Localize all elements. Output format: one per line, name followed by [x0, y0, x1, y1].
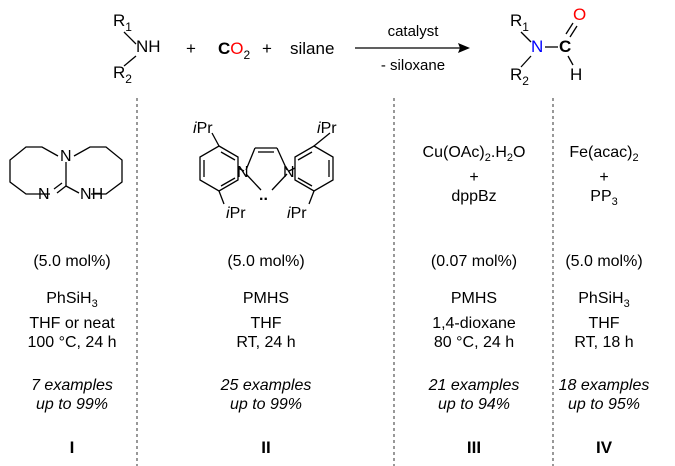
catalyst-ii-carbene-dots: ..: [259, 187, 268, 204]
column-ii-label: II: [261, 438, 271, 457]
reactant-r2: R2: [113, 63, 132, 86]
catalyst-i-n-top: N: [60, 148, 72, 165]
column-dividers: [136, 98, 554, 466]
column-iv-conditions: PhSiH3 THF RT, 18 h: [574, 290, 634, 352]
plus-sign-1: +: [186, 39, 196, 58]
catalyst-iii-formula: Cu(OAc)2.H2O + dppBz: [422, 144, 526, 206]
product-carbon: C: [559, 37, 571, 56]
arrow-top-label: catalyst: [388, 23, 440, 40]
column-i-conditions: PhSiH3 THF or neat 100 °C, 24 h: [27, 290, 117, 352]
catalyst-ii-ipr-bottom-left: iPr: [226, 205, 246, 222]
column-iv-label: IV: [595, 438, 613, 457]
column-iv-scope: 18 examples up to 95%: [558, 377, 650, 413]
catalyst-i-structure: [9, 146, 123, 195]
column-iii-conditions: PMHS 1,4-dioxane 80 °C, 24 h: [432, 290, 516, 352]
product-r1: R1: [510, 11, 529, 34]
catalyst-ii-ipr-top-right: iPr: [317, 120, 337, 137]
product-oxygen: O: [573, 5, 586, 24]
reactant-r1: R1: [113, 11, 132, 34]
column-i-scope: 7 examples up to 99%: [31, 377, 113, 413]
column-ii-loading: (5.0 mol%): [227, 253, 305, 270]
co2-formula: CO2: [218, 39, 251, 62]
column-iii-loading: (0.07 mol%): [430, 253, 518, 270]
column-i-label: I: [69, 438, 75, 457]
catalyst-ii-n1: N: [237, 164, 249, 181]
column-iii-scope: 21 examples up to 94%: [428, 377, 520, 413]
catalyst-ii-structure: [199, 132, 334, 205]
catalyst-ii-ipr-top-left: iPr: [193, 120, 213, 137]
plus-sign-2: +: [262, 39, 272, 58]
product-nitrogen: N: [531, 37, 543, 56]
arrow-bottom-label: - siloxane: [381, 57, 445, 74]
product-hydrogen: H: [570, 65, 582, 84]
product-r2: R2: [510, 65, 529, 88]
column-iii-label: III: [466, 438, 482, 457]
reaction-arrow: catalyst - siloxane: [355, 23, 470, 74]
column-i-loading: (5.0 mol%): [33, 253, 111, 270]
reactant-nh: NH: [136, 37, 161, 56]
catalyst-i-nh: NH: [80, 186, 103, 203]
catalyst-iv-formula: Fe(acac)2 + PP3: [569, 144, 639, 209]
product-formamide: R1 N R2 C O H: [510, 5, 586, 88]
column-ii-conditions: PMHS THF RT, 24 h: [236, 290, 296, 352]
catalyst-ii-n2: N: [283, 164, 295, 181]
catalyst-i-n-left: N: [38, 186, 50, 203]
silane-label: silane: [290, 39, 334, 58]
reactant-amine: R1 NH R2: [113, 11, 161, 86]
column-iv-loading: (5.0 mol%): [565, 253, 643, 270]
catalyst-ii-ipr-bottom-right: iPr: [287, 205, 307, 222]
column-ii-scope: 25 examples up to 99%: [220, 377, 312, 413]
